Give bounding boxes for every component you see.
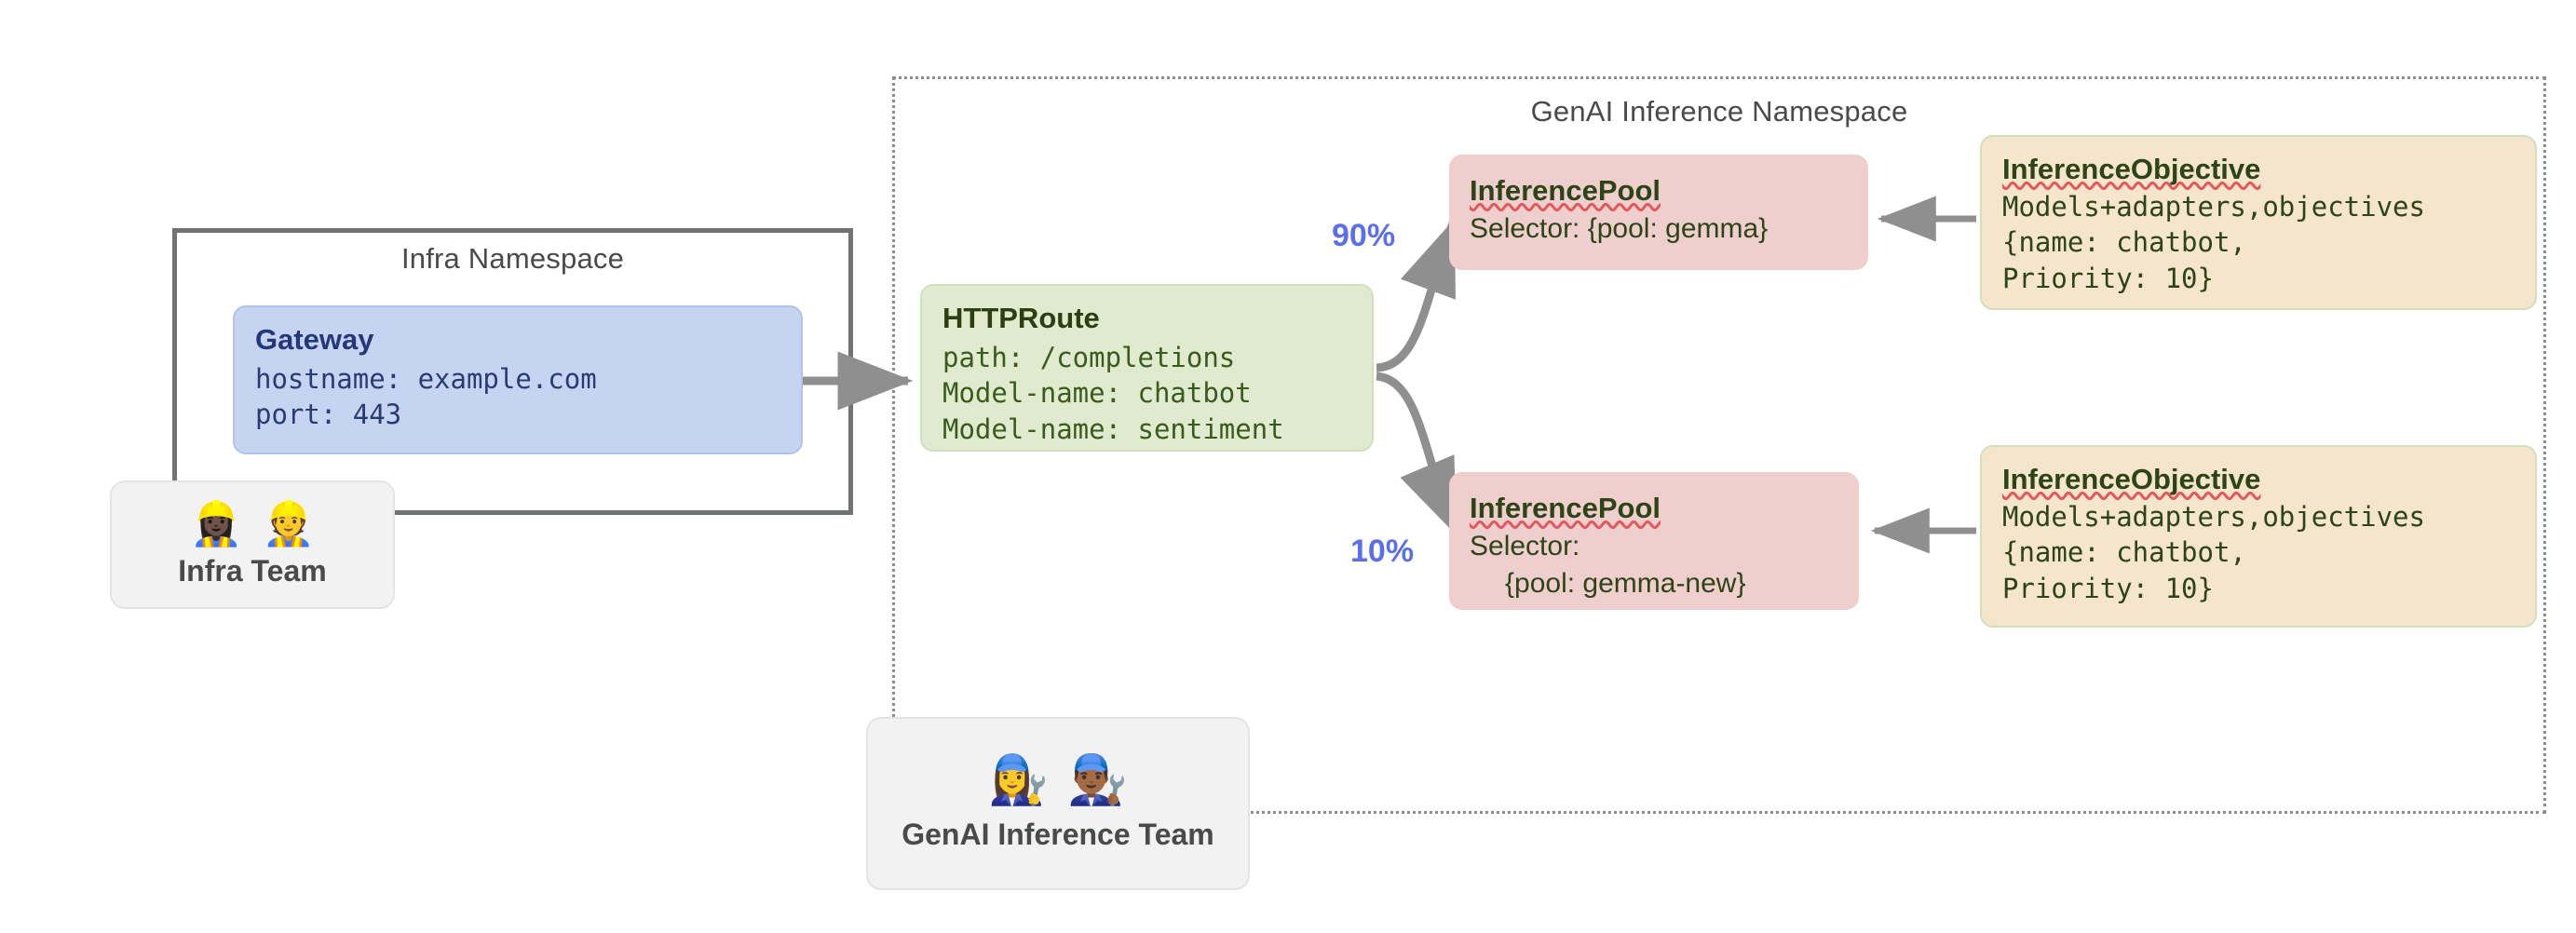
inferencepool-gemma-new-title: InferencePool: [1470, 492, 1661, 524]
httproute-path: path: /completions: [942, 341, 1236, 373]
genai-inference-team-label: GenAI Inference Team: [902, 817, 1214, 851]
infra-namespace-title: Infra Namespace: [400, 242, 625, 275]
httproute-node[interactable]: HTTPRoute path: /completions Model-name:…: [920, 284, 1374, 452]
gateway-port: port: 443: [255, 399, 402, 431]
inferenceobjective-bottom-models: Models+adapters,objectives: [2002, 500, 2425, 533]
inferencepool-gemma-title: InferencePool: [1470, 174, 1661, 207]
genai-inference-team-card[interactable]: 👩‍🔧👨🏾‍🔧 GenAI Inference Team: [866, 717, 1250, 890]
inferenceobjective-top-name: {name: chatbot,: [2002, 226, 2246, 259]
gateway-title: Gateway: [255, 323, 374, 356]
inferenceobjective-top-priority: Priority: 10}: [2002, 263, 2214, 295]
httproute-model-name-chatbot: Model-name: chatbot: [942, 377, 1252, 410]
edge-httproute-to-pool-gemma-new: [1376, 372, 1459, 535]
inferenceobjective-bottom-name: {name: chatbot,: [2002, 536, 2246, 569]
inferenceobjective-bottom-title: InferenceObjective: [2002, 463, 2261, 495]
traffic-weight-90: 90%: [1332, 218, 1396, 253]
edge-httproute-to-pool-gemma: [1376, 218, 1457, 372]
genai-namespace-title: GenAI Inference Namespace: [1530, 95, 1908, 128]
httproute-title: HTTPRoute: [942, 302, 1100, 334]
inferenceobjective-bottom-node[interactable]: InferenceObjective Models+adapters,objec…: [1980, 445, 2537, 628]
construction-worker-icon: 👷🏿‍♀️👷: [189, 498, 334, 548]
genai-namespace-boundary: [892, 76, 2546, 814]
mechanic-icon: 👩‍🔧👨🏾‍🔧: [988, 752, 1146, 807]
inferenceobjective-top-models: Models+adapters,objectives: [2002, 190, 2425, 223]
infra-team-card[interactable]: 👷🏿‍♀️👷 Infra Team: [110, 480, 395, 609]
inferencepool-gemma-new-node[interactable]: InferencePool Selector: {pool: gemma-new…: [1449, 472, 1859, 610]
httproute-model-name-sentiment: Model-name: sentiment: [942, 413, 1284, 446]
gateway-node[interactable]: Gateway hostname: example.com port: 443: [233, 305, 803, 454]
inferencepool-gemma-new-selector-label: Selector:: [1470, 530, 1580, 561]
gateway-hostname: hostname: example.com: [255, 362, 597, 395]
traffic-weight-10: 10%: [1350, 534, 1415, 569]
inferencepool-gemma-node[interactable]: InferencePool Selector: {pool: gemma}: [1449, 155, 1868, 270]
inferenceobjective-top-title: InferenceObjective: [2002, 153, 2261, 185]
inferencepool-gemma-selector: Selector: {pool: gemma}: [1470, 212, 1769, 244]
infra-team-label: Infra Team: [178, 553, 327, 588]
inferenceobjective-bottom-priority: Priority: 10}: [2002, 573, 2214, 605]
inferencepool-gemma-new-selector-value: {pool: gemma-new}: [1505, 567, 1746, 599]
inferenceobjective-top-node[interactable]: InferenceObjective Models+adapters,objec…: [1980, 135, 2537, 310]
